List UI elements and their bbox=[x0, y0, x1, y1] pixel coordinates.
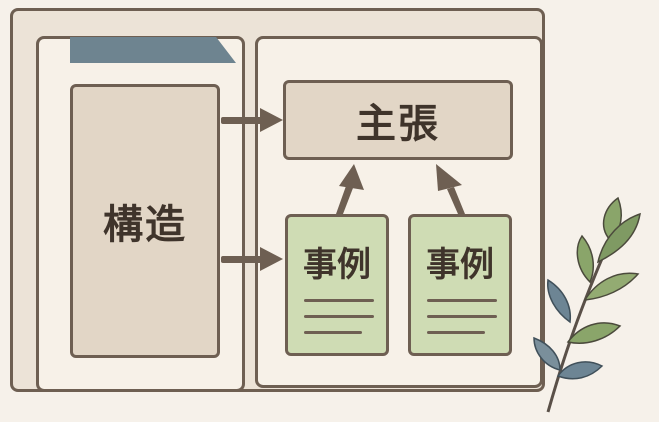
text-line bbox=[304, 331, 362, 334]
claim-box: 主張 bbox=[283, 80, 513, 160]
arrow-structure-to-claim bbox=[221, 108, 283, 132]
structure-label: 構造 bbox=[103, 202, 187, 248]
case-box-1: 事例 bbox=[285, 214, 389, 356]
arrow-structure-to-case bbox=[221, 247, 283, 271]
text-line bbox=[427, 315, 497, 318]
text-line bbox=[304, 315, 374, 318]
arrow-case-to-claim-left bbox=[336, 164, 364, 214]
case-label-2: 事例 bbox=[426, 245, 494, 285]
text-line bbox=[427, 299, 497, 302]
text-line bbox=[304, 299, 374, 302]
case-box-2: 事例 bbox=[408, 214, 512, 356]
arrow-case-to-claim-right bbox=[436, 164, 465, 214]
text-line bbox=[427, 331, 485, 334]
claim-label: 主張 bbox=[356, 101, 440, 147]
case-label-1: 事例 bbox=[303, 245, 371, 285]
structure-box: 構造 bbox=[70, 84, 220, 358]
plant-sprig-icon bbox=[533, 196, 641, 413]
folder-tab bbox=[70, 37, 236, 63]
